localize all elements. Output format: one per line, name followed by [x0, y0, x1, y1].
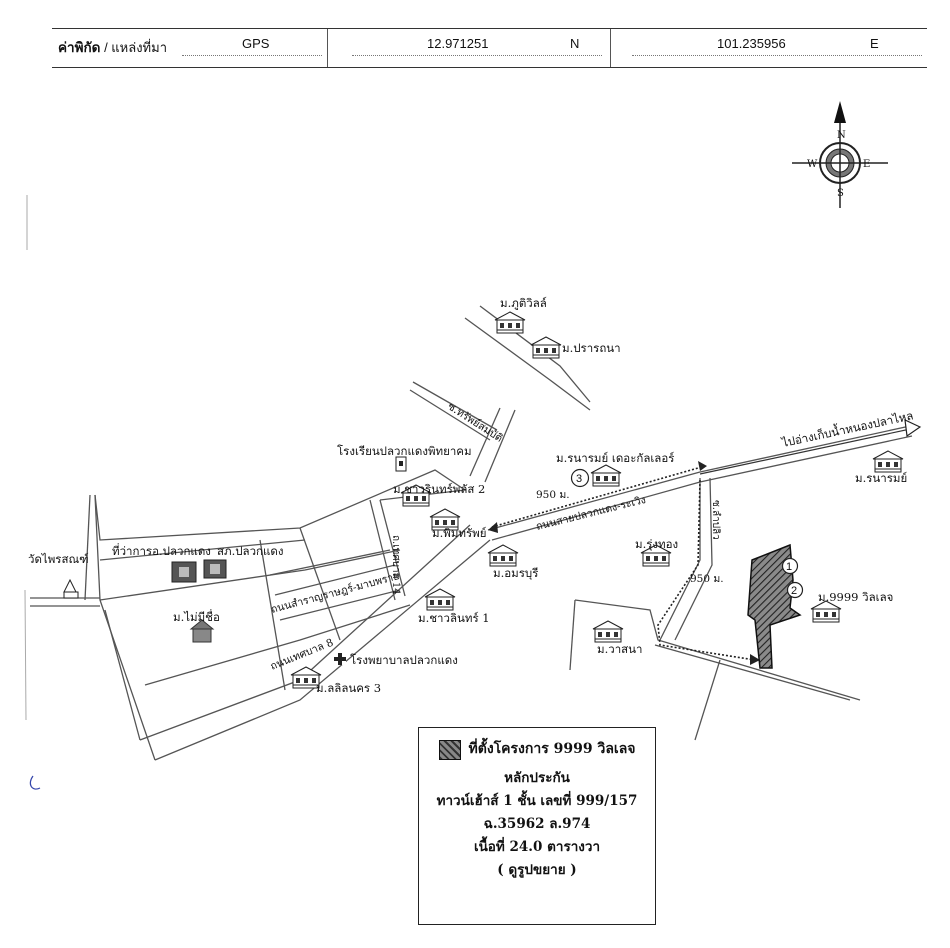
coordinate-source: GPS	[242, 36, 270, 51]
legend-property-type: ทาวน์เฮ้าส์ 1 ชั้น เลขที่ 999/157	[436, 793, 638, 809]
legend-area: เนื้อที่ 24.0 ตารางวา	[473, 839, 601, 855]
header-divider	[610, 29, 611, 67]
dotted-line	[352, 55, 602, 56]
legend-collateral: หลักประกัน	[504, 770, 570, 786]
marker-1: 1	[781, 557, 799, 575]
label-rungthong: ม.รุ่งทอง	[635, 537, 678, 551]
route-arrowhead	[698, 461, 707, 471]
label-lalin3: ม.ลลิลนคร 3	[316, 681, 381, 695]
village-icon	[189, 619, 215, 643]
legend-project: ที่ตั้งโครงการ 9999 วิลเลจ	[468, 741, 636, 757]
longitude-direction: E	[870, 36, 879, 51]
legend-box: ที่ตั้งโครงการ 9999 วิลเลจ หลักประกัน ทา…	[418, 727, 656, 925]
label-chanarin-plus2: ม.ชาวรินทร์พลัส 2	[393, 482, 485, 496]
label-distance-950-a: 950 ม.	[536, 489, 570, 501]
stray-mark	[29, 775, 41, 790]
label-distance-950-b: 950 ม.	[690, 573, 724, 585]
label-soi-sap: ซ.ทรัพย์สมบัติ	[445, 400, 505, 445]
coordinate-header: ค่าพิกัด / แหล่งที่มา GPS 12.971251 N 10…	[52, 28, 927, 68]
compass-s: S	[837, 188, 844, 199]
latitude-direction: N	[570, 36, 580, 51]
header-divider	[327, 29, 328, 67]
hospital-icon	[334, 653, 346, 665]
label-hospital: โรงพยาบาลปลวกแดง	[350, 653, 458, 667]
route-arrowhead	[488, 522, 498, 533]
latitude-value: 12.971251	[427, 36, 489, 51]
legend-see-enlarged: ( ดูรูปขยาย )	[497, 862, 577, 878]
north-arrow-compass: N S E W	[792, 101, 888, 208]
label-wat: วัดไพรสณฑ์	[28, 552, 89, 566]
government-building-icons	[171, 559, 227, 583]
compass-e: E	[863, 159, 870, 170]
label-road-samruay: ถนนสำราญราษฎร์-มาบพราย	[269, 569, 400, 616]
marker-3: 3	[570, 468, 590, 488]
label-prarthana: ม.ปรารถนา	[562, 341, 621, 355]
svg-text:1: 1	[786, 561, 792, 573]
route-arrowhead	[750, 654, 760, 665]
label-rana-kalecter: ม.รนารมย์ เดอะกัลเลอร์	[556, 451, 674, 465]
label-rana-right: ม.รนารมย์	[855, 471, 907, 485]
temple-icon	[63, 578, 79, 599]
label-soi-lamplew: ซ.ลำปลิว	[710, 500, 721, 540]
svg-text:3: 3	[576, 473, 582, 485]
legend-deed: ฉ.35962 ล.974	[483, 816, 591, 832]
label-phimsap: ม.พิมทรัพย์	[432, 526, 486, 540]
legend-title-row: ที่ตั้งโครงการ 9999 วิลเลจ	[419, 738, 655, 761]
label-phutivill: ม.ภูติวิลล์	[500, 296, 547, 310]
label-amphur-office: ที่ว่าการอ.ปลวกแดง	[112, 543, 211, 558]
label-village-9999: ม.9999 วิลเลจ	[818, 590, 893, 604]
hatch-swatch	[438, 739, 461, 760]
label-school: โรงเรียนปลวกแดงพิทยาคม	[337, 444, 472, 458]
reservoir-direction-arrow	[699, 418, 922, 475]
svg-text:2: 2	[791, 585, 797, 597]
longitude-value: 101.235956	[717, 36, 786, 51]
marker-2: 2	[786, 581, 804, 599]
label-warasana: ม.วาสนา	[597, 642, 643, 656]
label-chanarin1: ม.ชาวลินทร์ 1	[418, 611, 490, 625]
school-icon	[395, 456, 407, 472]
label-mai-mi-chue: ม.ไม่มีชื่อ	[173, 609, 220, 624]
label-amonburi: ม.อมรบุรี	[493, 566, 538, 580]
label-police: สภ.ปลวกแดง	[217, 544, 284, 558]
compass-w: W	[807, 159, 818, 170]
dotted-line	[182, 55, 322, 56]
label-soi-14: ถ.เทศบาล 14	[390, 535, 401, 595]
compass-n: N	[837, 130, 846, 141]
dotted-line	[632, 55, 922, 56]
coordinate-label: ค่าพิกัด / แหล่งที่มา	[58, 40, 167, 55]
route-dotted-lines	[491, 465, 756, 661]
frame-line	[24, 589, 27, 721]
